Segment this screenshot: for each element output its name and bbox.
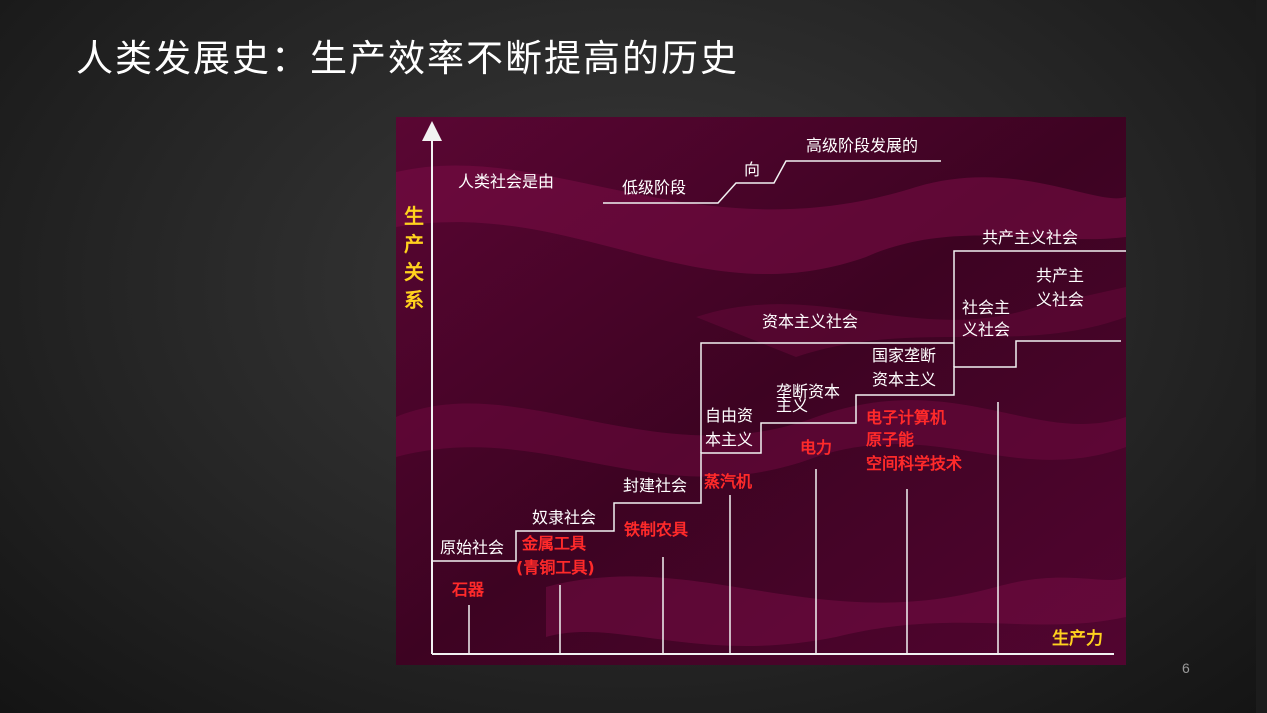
intro-stair-line: [603, 160, 941, 204]
force-steam: 蒸汽机: [704, 472, 752, 491]
x-axis-label: 生产力: [1052, 628, 1103, 649]
stage-free-capitalism-1: 自由资: [705, 406, 753, 425]
stage-free-capitalism-2: 本主义: [705, 430, 753, 449]
diagram-canvas: 生 产 关 系 生产力 人类社会是由 低级阶段 向 高级阶段发展的 原始社会 奴…: [396, 117, 1126, 665]
stage-communism: 共产主义社会: [982, 228, 1078, 247]
intro-low: 低级阶段: [622, 178, 686, 197]
stage-communism-sub-2: 义社会: [1036, 290, 1084, 309]
stage-primitive: 原始社会: [440, 538, 504, 557]
page-number: 6: [1182, 660, 1190, 676]
stage-communism-sub-1: 共产主: [1036, 266, 1084, 285]
force-stone: 石器: [451, 580, 485, 599]
communism-bracket: [953, 250, 1126, 367]
force-modern-2: 原子能: [866, 430, 914, 449]
right-edge-strip: [1256, 0, 1267, 713]
stage-socialism-2: 义社会: [962, 320, 1010, 339]
force-modern-1: 电子计算机: [866, 408, 946, 427]
y-axis-label-3: 关: [404, 260, 424, 284]
force-modern-3: 空间科学技术: [866, 454, 962, 473]
capitalism-bracket: [700, 342, 954, 453]
stage-socialism-1: 社会主: [962, 298, 1010, 317]
stage-monopoly-1: 垄断资本: [776, 382, 840, 401]
stage-state-monopoly-1: 国家垄断: [872, 346, 936, 365]
force-metal-2: (青铜工具): [516, 558, 595, 577]
development-staircase: [432, 340, 1121, 562]
intro-prefix: 人类社会是由: [458, 172, 554, 191]
stage-feudal: 封建社会: [623, 476, 687, 495]
stage-slave: 奴隶社会: [532, 508, 596, 527]
intro-to: 向: [744, 160, 760, 179]
y-axis-label-4: 系: [404, 288, 424, 312]
social-development-diagram: 生 产 关 系 生产力 人类社会是由 低级阶段 向 高级阶段发展的 原始社会 奴…: [396, 117, 1126, 665]
y-axis-label-1: 生: [404, 204, 424, 228]
force-electric: 电力: [800, 438, 832, 457]
force-metal-1: 金属工具: [521, 534, 586, 553]
productive-force-markers: [468, 402, 999, 654]
y-axis-label-2: 产: [404, 232, 424, 256]
slide-title: 人类发展史：生产效率不断提高的历史: [76, 37, 739, 80]
intro-high: 高级阶段发展的: [806, 136, 918, 155]
stage-monopoly-2: 主义: [776, 396, 808, 415]
stage-capitalism: 资本主义社会: [762, 312, 858, 331]
force-iron: 铁制农具: [624, 520, 688, 539]
stage-state-monopoly-2: 资本主义: [872, 370, 936, 389]
